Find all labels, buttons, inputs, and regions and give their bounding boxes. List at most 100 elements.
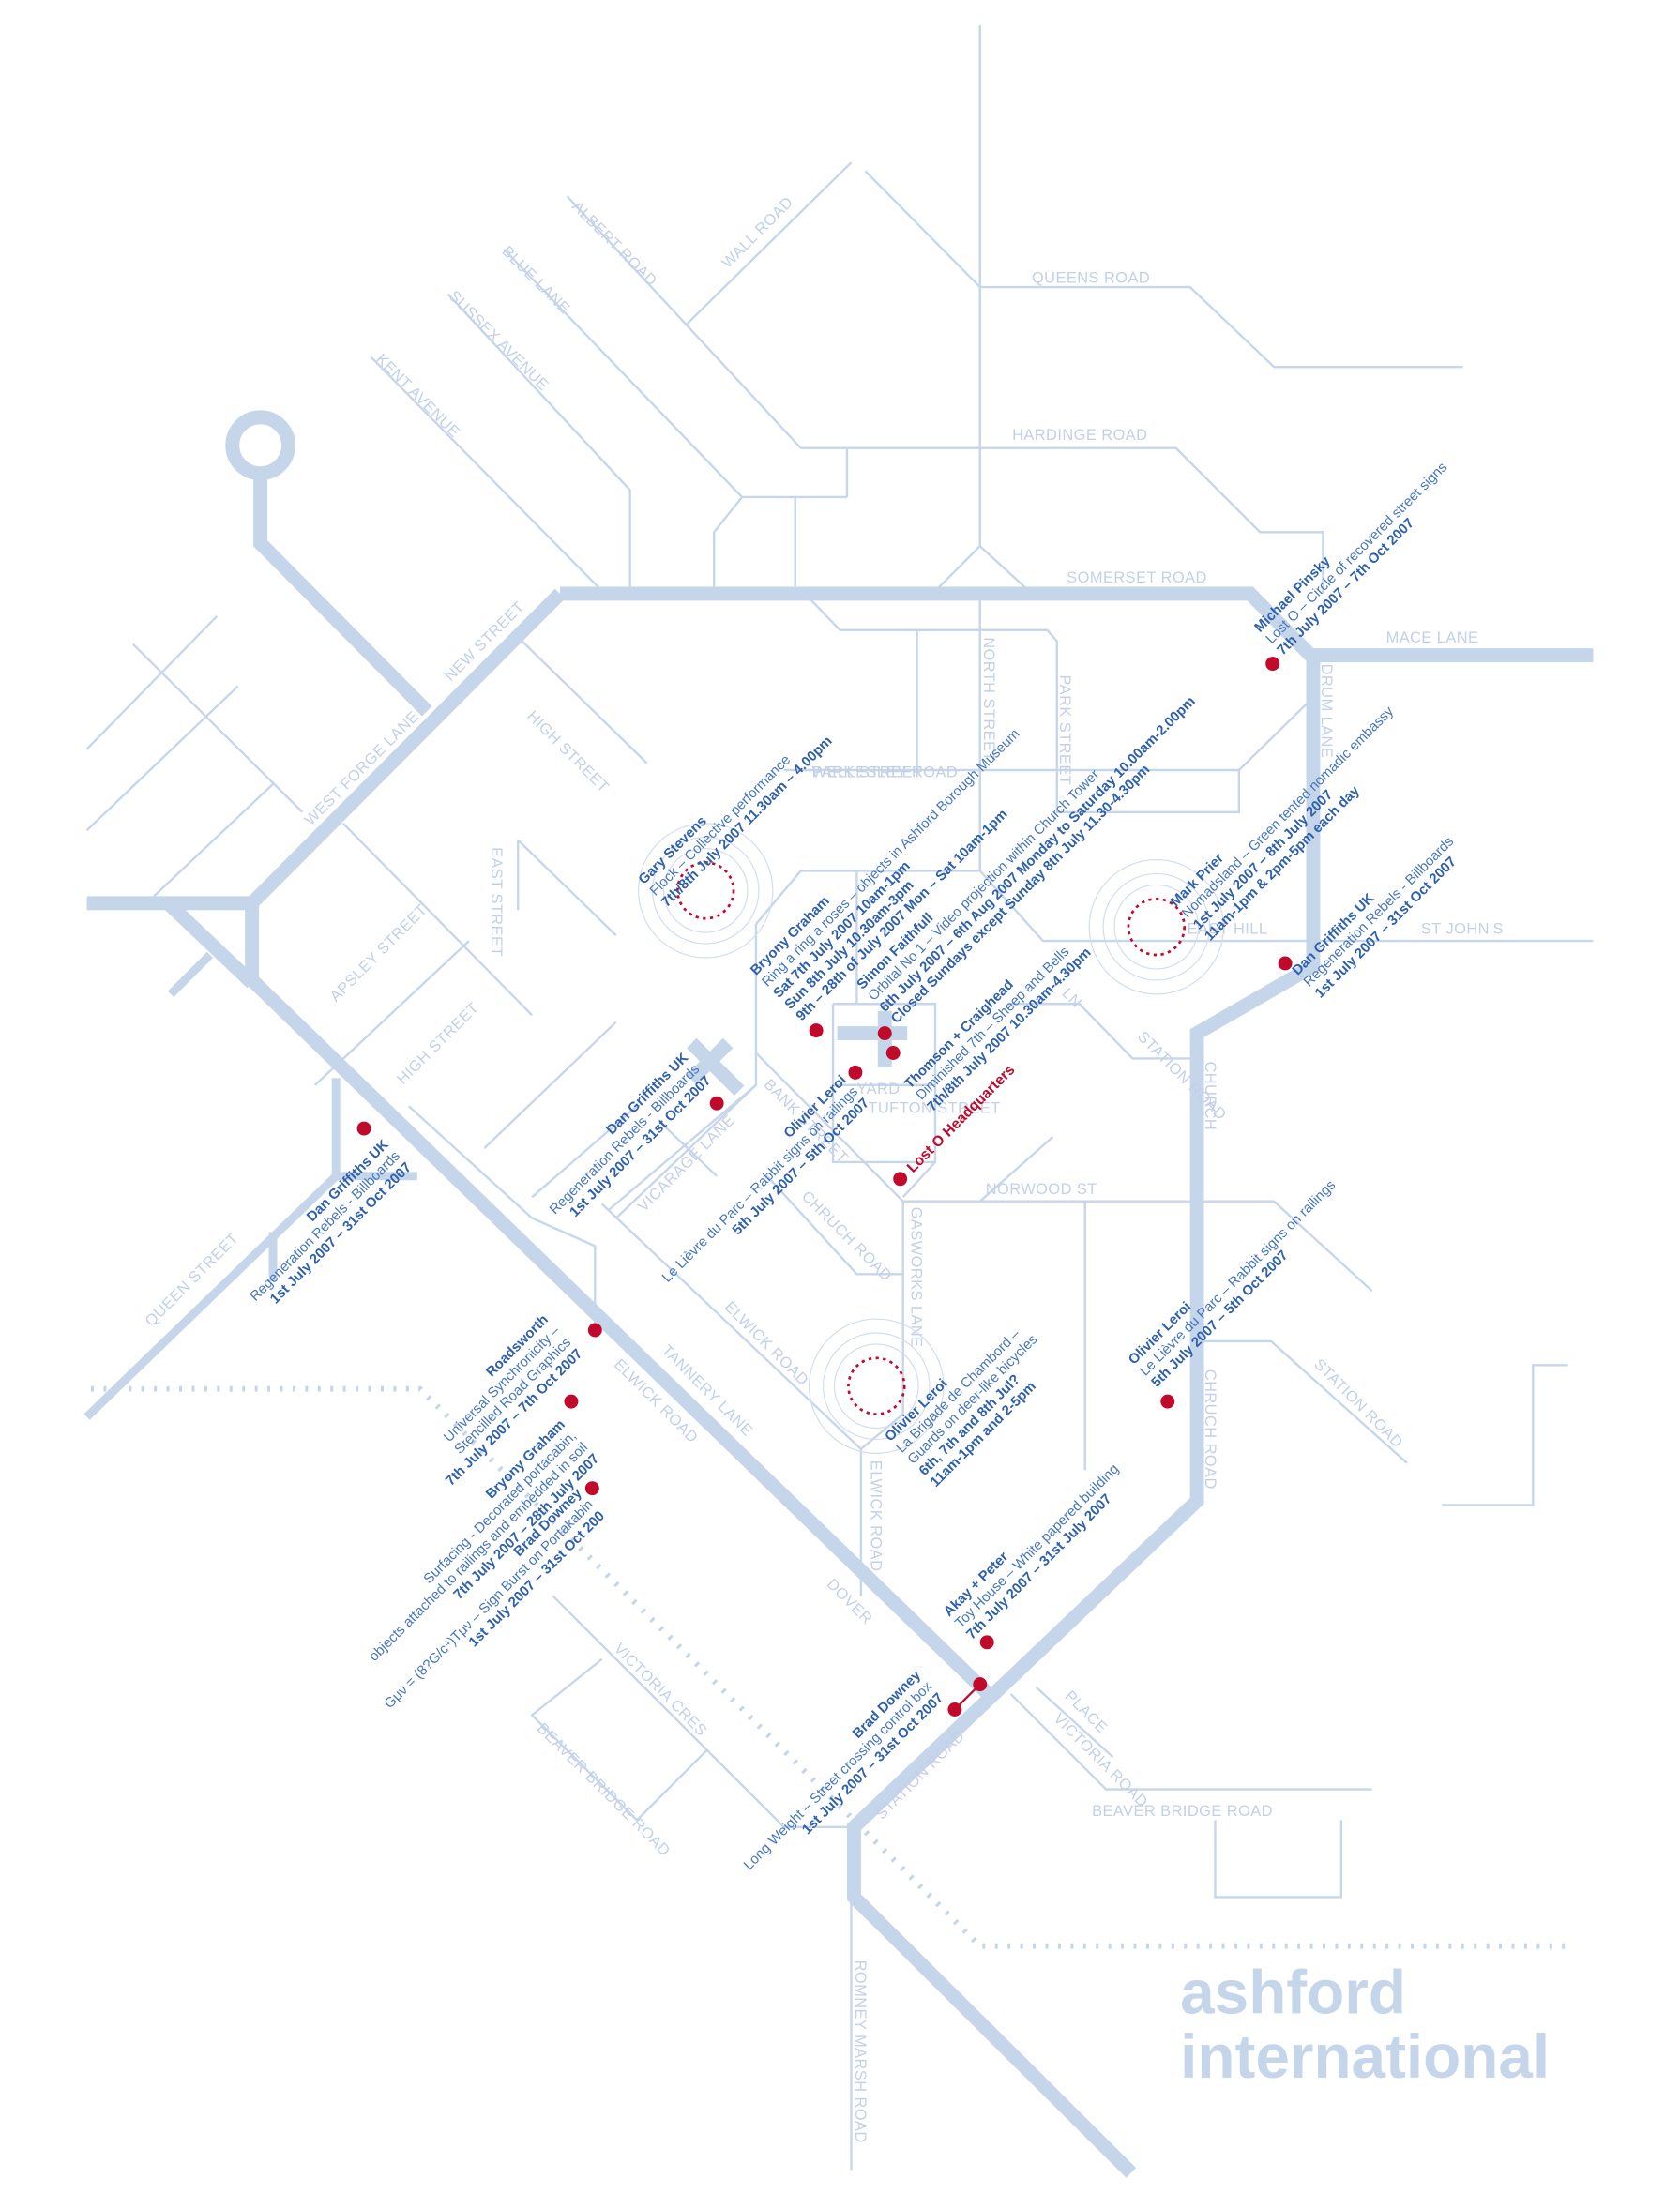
- artwork-description: Regeneration Rebels - Billboards: [247, 1148, 403, 1305]
- artwork-annotation: Akay + PeterToy House – White papered bu…: [941, 1449, 1134, 1642]
- ring-marker-nomadsland[interactable]: [1088, 858, 1225, 995]
- artwork-location-marker[interactable]: [587, 1323, 602, 1338]
- artwork-location-marker[interactable]: [809, 1023, 824, 1038]
- street-label: NORWOOD ST: [986, 1181, 1097, 1198]
- street-label: BEAVER BRIDGE ROAD: [534, 1719, 674, 1859]
- street-label: CHRUCH ROAD: [1202, 1369, 1218, 1490]
- road-behind-somerset: [783, 593, 1314, 813]
- street-label: SOMERSET ROAD: [1067, 569, 1207, 586]
- road-west-link: [167, 951, 214, 997]
- road-victoria: [530, 1595, 852, 1829]
- ring-marker-flock[interactable]: [637, 823, 774, 959]
- street-label: YARD: [856, 1081, 900, 1097]
- artwork-description: Lost O – Circle of recovered street sign…: [1263, 460, 1450, 647]
- road-west-forge: [86, 476, 432, 989]
- road-north: [937, 24, 1030, 592]
- artwork-location-marker[interactable]: [1278, 956, 1293, 971]
- street-label: HARDINGE ROAD: [1012, 427, 1147, 444]
- artwork-description: Regeneration Rebels - Billboards: [1300, 834, 1457, 991]
- street-label: PARK STREET: [812, 764, 923, 780]
- road-gasworks: [83, 1078, 417, 1420]
- artwork-description: Le Lièvre du Parc – Rabbit signs on rail…: [659, 1083, 861, 1285]
- street-label: BLUE LANE: [498, 243, 572, 317]
- street-label: CHRUCH ROAD: [798, 1188, 895, 1284]
- road-wall: [685, 161, 853, 326]
- street-label: WELLESLEY ROAD: [812, 764, 959, 780]
- artwork-location-marker[interactable]: [356, 1121, 371, 1136]
- street-label: BEAVER BRIDGE ROAD: [1092, 1803, 1273, 1820]
- artwork-location-marker[interactable]: [877, 1026, 892, 1041]
- road-bank: [614, 1083, 757, 1219]
- street-label: SUSSEX AVENUE: [446, 288, 552, 394]
- artwork-location-marker[interactable]: [584, 1481, 599, 1496]
- road-kent: [370, 356, 606, 595]
- artwork-location-marker[interactable]: [979, 1635, 994, 1650]
- street-label: EAST HILL: [1188, 921, 1268, 938]
- street-label: ALBERT ROAD: [568, 198, 660, 290]
- artwork-annotation: Gary StevensFlock – Collective performan…: [635, 710, 835, 910]
- artwork-annotations: Gary StevensFlock – Collective performan…: [235, 447, 1461, 1873]
- road-sussex: [446, 293, 631, 594]
- artwork-location-marker[interactable]: [893, 1172, 908, 1187]
- artwork-annotation: Dan Griffiths UKRegeneration Rebels - Bi…: [535, 1050, 714, 1229]
- street-label: EAST STREET: [488, 847, 505, 957]
- street-label: WALL ROAD: [719, 193, 796, 271]
- church-cross-icon: [687, 1037, 745, 1097]
- road-new-street: [245, 588, 996, 1702]
- street-label: ELWICK ROAD: [721, 1298, 812, 1389]
- artwork-location-marker[interactable]: [848, 1065, 863, 1080]
- road-queen-street: [600, 1203, 862, 1450]
- railway-line: [91, 1385, 1568, 1949]
- road-blue: [503, 248, 743, 498]
- road-norwood: [766, 1175, 903, 1276]
- road-albert: [566, 195, 802, 449]
- ring-marker-chambord[interactable]: [809, 1318, 945, 1454]
- street-label: KENT AVENUE: [372, 351, 462, 441]
- logo-line-1: ashford: [1180, 1958, 1406, 2026]
- street-label: QUEENS ROAD: [1032, 270, 1150, 287]
- street-label: ROMNEY MARSH ROAD: [852, 1960, 869, 2143]
- street-label: GASWORKS LANE: [908, 1207, 925, 1348]
- street-label: APSLEY STREET: [326, 901, 431, 1006]
- street-label: NORTH STREET: [980, 637, 997, 762]
- road-st-johns: [1007, 1003, 1192, 1060]
- logo: ashford international: [1180, 1958, 1550, 2091]
- street-label: HIGH STREET: [394, 999, 482, 1087]
- performance-rings: [637, 823, 1225, 1454]
- artwork-location-marker[interactable]: [709, 1096, 724, 1111]
- artwork-location-marker[interactable]: [564, 1394, 579, 1409]
- roundabout: [225, 410, 295, 481]
- road-high-street-west: [517, 636, 648, 936]
- artwork-location-marker[interactable]: [947, 1702, 962, 1717]
- street-label: ELWICK ROAD: [867, 1460, 884, 1572]
- road-station-south: [1009, 1686, 1372, 1899]
- road-west-parallels: [85, 614, 304, 898]
- road-network: [83, 24, 1594, 2178]
- street-label: WEST FORGE LANE: [301, 708, 422, 829]
- artwork-location-marker[interactable]: [1160, 1394, 1175, 1409]
- artwork-location-marker[interactable]: [885, 1046, 901, 1060]
- logo-line-2: international: [1180, 2022, 1550, 2091]
- road-east-street: [313, 822, 638, 1331]
- street-label: ST JOHN'S: [1421, 921, 1504, 938]
- road-vicarage: [902, 1136, 1373, 1471]
- artwork-annotation: Olivier LeroiLe Lièvre du Parc – Rabbit …: [1126, 1166, 1351, 1391]
- road-church: [859, 1201, 904, 1596]
- street-label: STATION ROAD: [1310, 1355, 1406, 1451]
- artwork-markers: [356, 657, 1293, 1717]
- street-label: LN: [1058, 985, 1084, 1011]
- street-label: TUFTON STREET: [868, 1100, 1000, 1117]
- street-label: PARK STREET: [1056, 675, 1073, 786]
- street-label: VICTORIA CRES: [611, 1640, 710, 1739]
- artwork-annotation: Dan Griffiths UKRegeneration Rebels - Bi…: [235, 1137, 415, 1316]
- artwork-description: Le Lièvre du Parc – Rabbit signs on rail…: [1137, 1177, 1339, 1379]
- artwork-annotation: Michael PinskyLost O – Circle of recover…: [1251, 447, 1461, 658]
- road-somerset-ring: [560, 586, 1321, 2178]
- street-label: MACE LANE: [1386, 629, 1479, 646]
- street-label: CHURCH: [1202, 1061, 1218, 1130]
- street-label: DRUM LANE: [1318, 664, 1335, 759]
- artwork-location-marker[interactable]: [973, 1677, 988, 1692]
- artwork-location-marker[interactable]: [1265, 657, 1280, 672]
